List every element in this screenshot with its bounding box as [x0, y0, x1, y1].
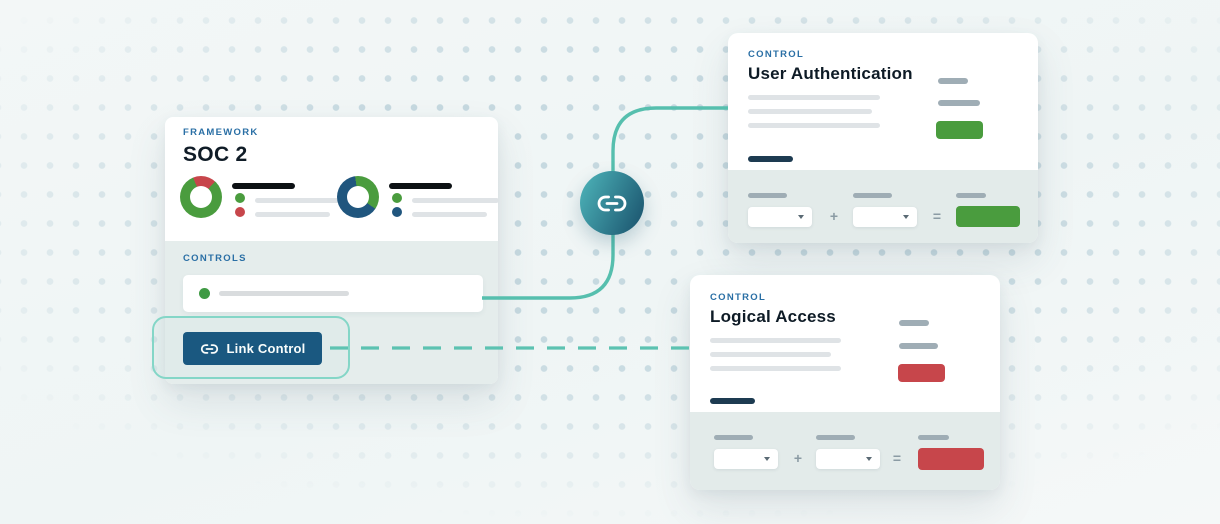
link-icon [597, 195, 627, 211]
control-label: CONTROL [710, 292, 767, 303]
result-button[interactable] [956, 206, 1020, 227]
caret-down-icon [764, 457, 770, 461]
control-card-user-authentication: CONTROL User Authentication + = [728, 33, 1038, 243]
field-label-placeholder [918, 435, 949, 440]
field-label-placeholder [748, 193, 787, 198]
legend-line-placeholder [255, 212, 330, 217]
field-label-placeholder [853, 193, 892, 198]
link-placeholder [748, 156, 793, 162]
caret-down-icon [866, 457, 872, 461]
control-title: Logical Access [710, 307, 836, 326]
select-group [816, 435, 886, 469]
framework-card: FRAMEWORK SOC 2 CONTROLS [165, 117, 499, 384]
stat-title-placeholder [232, 183, 295, 189]
framework-select[interactable] [714, 449, 778, 469]
link-icon [200, 343, 218, 354]
donut-chart [180, 176, 222, 218]
donut-chart [337, 176, 379, 218]
meta-placeholder [899, 343, 938, 349]
mapping-footer: + = [728, 170, 1038, 243]
text-placeholder [748, 95, 880, 100]
select-group [853, 193, 923, 227]
controls-label: CONTROLS [183, 253, 247, 264]
plus-operator: + [829, 208, 839, 224]
legend-dot [392, 207, 402, 217]
legend-line-placeholder [412, 198, 499, 203]
compliance-stat-group [180, 173, 342, 223]
link-placeholder [710, 398, 755, 404]
text-placeholder [710, 338, 841, 343]
mapping-footer: + = [690, 412, 1000, 490]
select-group [714, 435, 784, 469]
status-action-button[interactable] [936, 121, 983, 139]
legend-line-placeholder [255, 198, 342, 203]
select-group [748, 193, 818, 227]
link-control-button-label: Link Control [226, 341, 306, 356]
meta-placeholder [899, 320, 929, 326]
status-dot [199, 288, 210, 299]
control-select[interactable] [853, 207, 917, 227]
equals-operator: = [932, 208, 942, 224]
result-group [956, 193, 1026, 227]
legend-dot [392, 193, 402, 203]
meta-placeholder [938, 100, 980, 106]
link-control-button[interactable]: Link Control [183, 332, 322, 365]
caret-down-icon [903, 215, 909, 219]
status-action-button[interactable] [898, 364, 945, 382]
framework-select[interactable] [748, 207, 812, 227]
control-list-item[interactable] [183, 275, 483, 312]
text-placeholder [748, 109, 872, 114]
text-placeholder [748, 123, 880, 128]
text-placeholder [710, 352, 831, 357]
control-select[interactable] [816, 449, 880, 469]
control-title: User Authentication [748, 64, 913, 83]
text-placeholder [710, 366, 841, 371]
result-button[interactable] [918, 448, 984, 470]
meta-placeholder [938, 78, 968, 84]
equals-operator: = [892, 450, 902, 466]
control-card-logical-access: CONTROL Logical Access + = [690, 275, 1000, 490]
legend-line-placeholder [412, 212, 487, 217]
legend-dot [235, 207, 245, 217]
plus-operator: + [793, 450, 803, 466]
framework-title: SOC 2 [183, 143, 248, 166]
stat-title-placeholder [389, 183, 452, 189]
controls-section: CONTROLS Link Control [165, 241, 498, 384]
field-label-placeholder [714, 435, 753, 440]
link-control-highlight [152, 316, 350, 379]
control-label: CONTROL [748, 49, 805, 60]
framework-label: FRAMEWORK [183, 127, 259, 138]
caret-down-icon [798, 215, 804, 219]
control-name-placeholder [219, 291, 349, 296]
result-group [918, 435, 988, 470]
compliance-stat-group [337, 173, 499, 223]
field-label-placeholder [956, 193, 986, 198]
field-label-placeholder [816, 435, 855, 440]
link-node [580, 171, 644, 235]
legend-dot [235, 193, 245, 203]
